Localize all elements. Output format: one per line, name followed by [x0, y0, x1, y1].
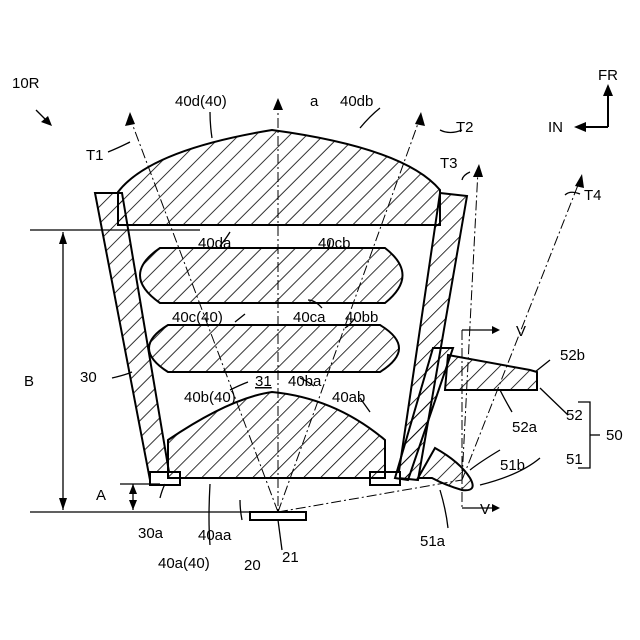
- label-51b: 51b: [500, 457, 525, 474]
- label-40b: 40b(40): [184, 389, 236, 406]
- label-40d: 40d(40): [175, 93, 227, 110]
- label-50: 50: [606, 427, 623, 444]
- label-31: 31: [255, 373, 272, 390]
- label-40da: 40da: [198, 235, 232, 252]
- label-section-v-upper: V: [516, 323, 526, 340]
- label-40db: 40db: [340, 93, 373, 110]
- label-dim-b: B: [24, 373, 34, 390]
- label-t2: T2: [456, 119, 474, 136]
- label-section-v-lower: V: [480, 501, 490, 518]
- label-holder-30: 30: [80, 369, 97, 386]
- label-40ca: 40ca: [293, 309, 326, 326]
- label-40ab: 40ab: [332, 389, 365, 406]
- label-51: 51: [566, 451, 583, 468]
- label-40ba: 40ba: [288, 373, 322, 390]
- reflector-51: [418, 448, 473, 490]
- light-chip-21: [250, 512, 306, 520]
- label-t4: T4: [584, 187, 602, 204]
- label-40a: 40a(40): [158, 555, 210, 572]
- label-40bb: 40bb: [345, 309, 378, 326]
- label-52a: 52a: [512, 419, 538, 436]
- lens-40b: [149, 325, 399, 372]
- label-t3: T3: [440, 155, 458, 172]
- label-51a: 51a: [420, 533, 446, 550]
- label-a-axis: a: [310, 93, 319, 110]
- label-40cb: 40cb: [318, 235, 351, 252]
- label-40c: 40c(40): [172, 309, 223, 326]
- reflector-52-flange: [445, 355, 537, 390]
- label-52b: 52b: [560, 347, 585, 364]
- label-fr: FR: [598, 67, 618, 84]
- label-10R: 10R: [12, 75, 40, 92]
- label-52: 52: [566, 407, 583, 424]
- label-20: 20: [244, 557, 261, 574]
- label-30a: 30a: [138, 525, 164, 542]
- label-dim-a: A: [96, 487, 106, 504]
- label-t1: T1: [86, 147, 104, 164]
- label-in: IN: [548, 119, 563, 136]
- lens-40c: [140, 248, 403, 303]
- lens-40d: [118, 130, 440, 225]
- label-40aa: 40aa: [198, 527, 232, 544]
- label-21: 21: [282, 549, 299, 566]
